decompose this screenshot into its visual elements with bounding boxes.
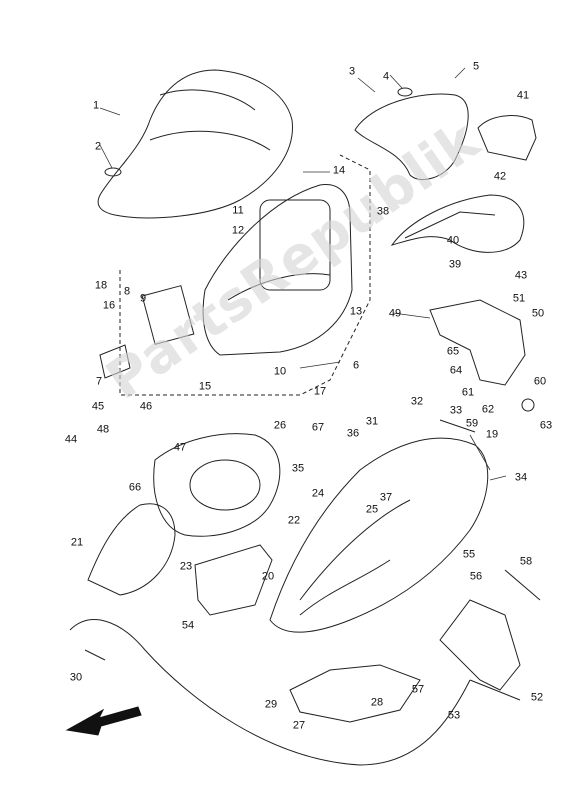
callout-12: 12 [231,224,245,237]
callout-13: 13 [349,305,363,318]
callout-66: 66 [128,481,142,494]
callout-53: 53 [447,709,461,722]
callout-19: 19 [485,428,499,441]
callout-7: 7 [95,375,103,388]
stand-part [439,599,521,701]
bottom-cover-part [289,664,421,723]
rod-31 [439,419,476,433]
callout-33: 33 [449,404,463,417]
callout-23: 23 [179,560,193,573]
callout-64: 64 [449,364,463,377]
callout-56: 56 [469,570,483,583]
callout-57: 57 [411,683,425,696]
callout-34: 34 [514,471,528,484]
callout-10: 10 [273,365,287,378]
callout-18: 18 [94,279,108,292]
callout-15: 15 [198,380,212,393]
leader-lines [99,67,507,481]
grab-rail-part [390,194,525,253]
callout-58: 58 [519,555,533,568]
callout-42: 42 [493,170,507,183]
callout-63: 63 [539,419,553,432]
callout-45: 45 [91,400,105,413]
callout-67: 67 [311,421,325,434]
callout-24: 24 [311,487,325,500]
callout-40: 40 [446,234,460,247]
callout-32: 32 [410,395,424,408]
callout-60: 60 [533,375,547,388]
inner-cover-part [153,433,281,537]
callout-55: 55 [462,548,476,561]
under-panel-part [194,544,273,616]
callout-35: 35 [291,462,305,475]
callout-21: 21 [70,536,84,549]
backrest-part [354,87,469,180]
callout-62: 62 [481,403,495,416]
main-body-part [269,437,489,633]
callout-14: 14 [332,164,346,177]
callout-22: 22 [287,514,301,527]
callout-17: 17 [313,385,327,398]
cable-part [69,619,471,766]
callout-3: 3 [348,65,356,78]
hinge-bracket-part [99,285,195,379]
callout-46: 46 [139,400,153,413]
rear-bracket-part [429,299,535,412]
callout-6: 6 [352,359,360,372]
callout-65: 65 [446,345,460,358]
callout-61: 61 [461,386,475,399]
seat-part [97,69,293,219]
callout-41: 41 [516,89,530,102]
rod-56 [504,569,541,601]
callout-36: 36 [346,427,360,440]
cover-41-part [477,115,537,161]
callout-44: 44 [64,433,78,446]
callout-1: 1 [92,99,100,112]
callout-5: 5 [472,60,480,73]
storage-box-part [119,154,371,396]
callout-11: 11 [232,204,244,217]
callout-31: 31 [365,415,379,428]
callout-54: 54 [181,619,195,632]
front-panel-part [87,503,176,596]
front-arrow [65,706,142,736]
callout-25: 25 [365,503,379,516]
callout-37: 37 [379,491,393,504]
callout-20: 20 [261,570,275,583]
callout-48: 48 [96,423,110,436]
callout-28: 28 [370,696,384,709]
callout-38: 38 [376,205,390,218]
callout-43: 43 [514,269,528,282]
callout-4: 4 [382,70,390,83]
callout-49: 49 [388,307,402,320]
callout-29: 29 [264,698,278,711]
callout-59: 59 [465,417,479,430]
callout-52: 52 [530,691,544,704]
callout-16: 16 [102,299,116,312]
callout-39: 39 [448,258,462,271]
callout-27: 27 [292,719,306,732]
callout-9: 9 [139,292,147,305]
callout-26: 26 [273,419,287,432]
callout-30: 30 [69,671,83,684]
callout-8: 8 [123,285,131,298]
callout-47: 47 [173,441,187,454]
callout-50: 50 [531,307,545,320]
callout-2: 2 [94,140,102,153]
callout-51: 51 [512,292,526,305]
